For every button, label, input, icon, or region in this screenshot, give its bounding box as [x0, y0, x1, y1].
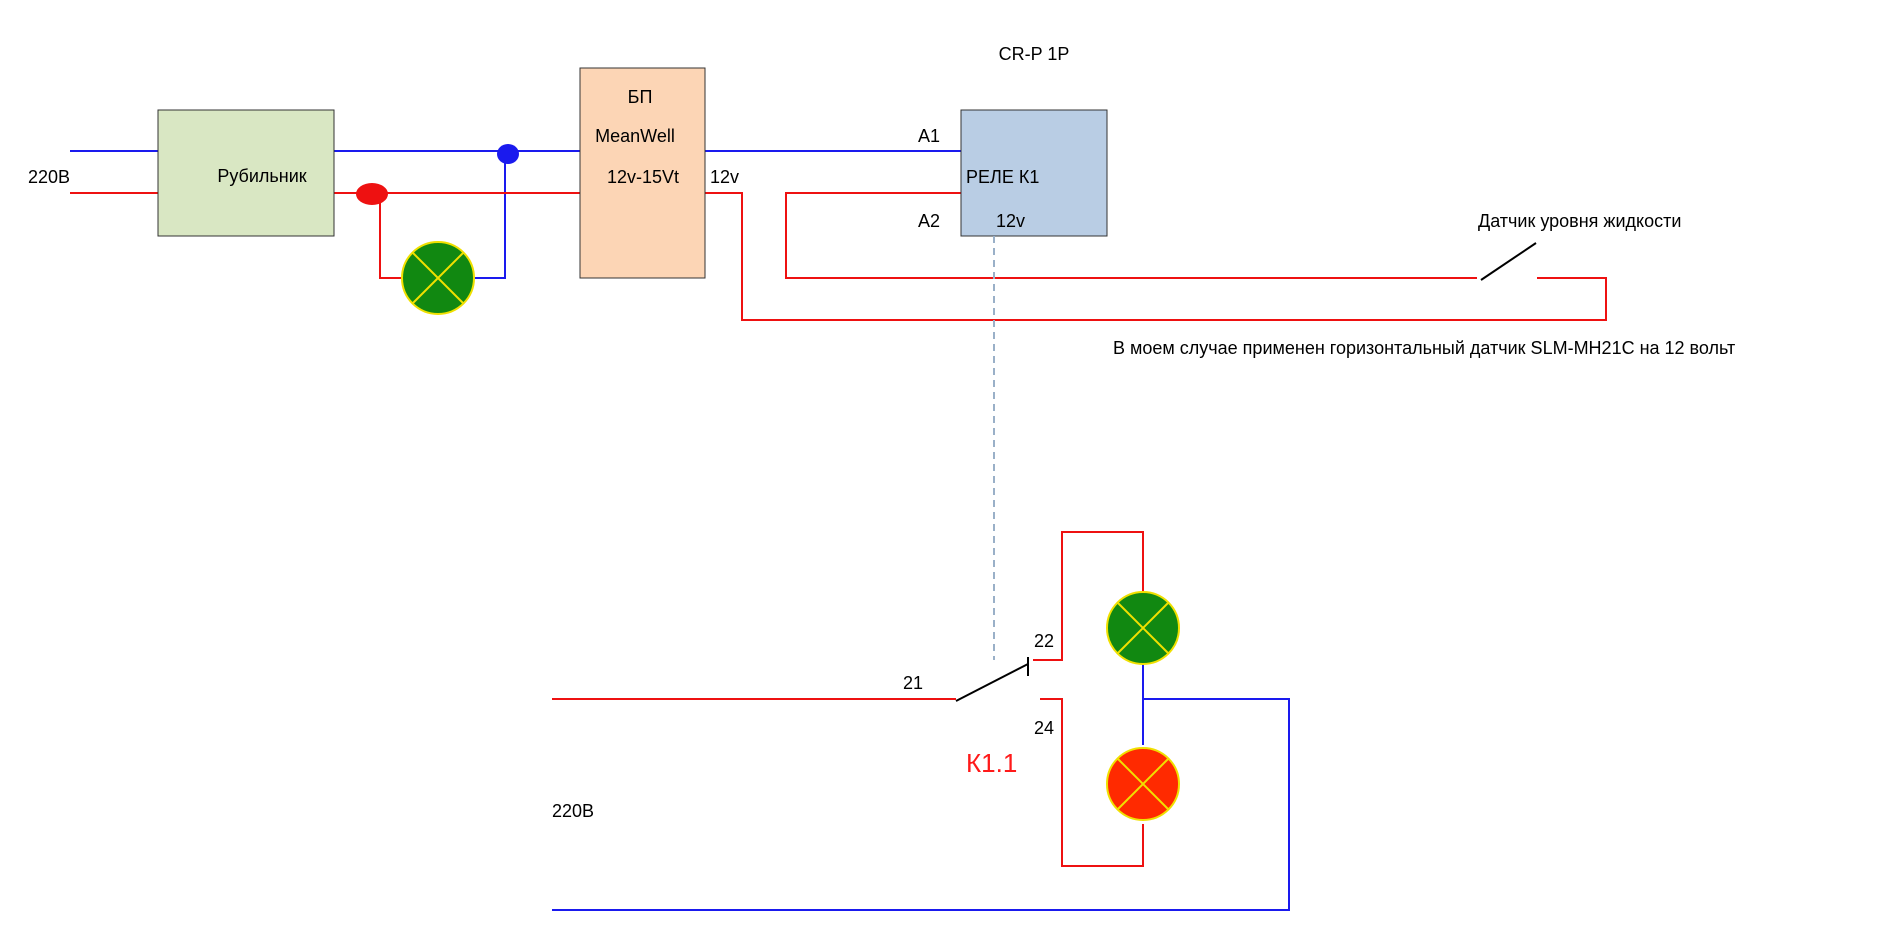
psu-label-line3: 12v-15Vt	[607, 167, 679, 187]
contact-name-label: К1.1	[966, 748, 1017, 778]
neutral-wire-bottom-return	[552, 698, 1290, 911]
output-voltage-label: 220В	[552, 801, 594, 821]
input-voltage-label: 220В	[28, 167, 70, 187]
neutral-wire-lamp-return	[474, 155, 506, 279]
switch-box	[157, 109, 335, 237]
status-lamp-green-icon	[1106, 591, 1180, 665]
wire-a2-to-sensor	[785, 192, 1477, 279]
status-lamp-red-icon	[1106, 747, 1180, 821]
relay-voltage-label: 12v	[996, 211, 1025, 231]
level-sensor-switch-icon	[1480, 242, 1537, 281]
wire-sensor-to-psu-output	[705, 192, 1607, 321]
neutral-junction-dot	[497, 144, 519, 164]
wire-contact-22-to-green-lamp	[1033, 531, 1144, 661]
relay-model-label: CR-P 1P	[999, 44, 1070, 64]
wire-contact-24-to-red-lamp	[1040, 698, 1144, 867]
terminal-a1-label: A1	[918, 126, 940, 146]
switch-label: Рубильник	[217, 166, 306, 186]
phase-wire-lamp-feed	[379, 193, 402, 279]
psu-box	[579, 67, 706, 279]
sensor-note: В моем случае применен горизонтальный да…	[1113, 338, 1735, 358]
psu-output-label: 12v	[710, 167, 739, 187]
psu-label-line1: БП	[628, 87, 653, 107]
contact-no-label: 24	[1034, 718, 1054, 738]
contact-nc-label: 22	[1034, 631, 1054, 651]
relay-box	[960, 109, 1108, 237]
sensor-label: Датчик уровня жидкости	[1478, 211, 1681, 231]
contact-common-label: 21	[903, 673, 923, 693]
relay-contact-k1-1-icon	[955, 657, 1029, 702]
indicator-lamp-green-icon	[401, 241, 475, 315]
terminal-a2-label: A2	[918, 211, 940, 231]
phase-junction-dot	[356, 183, 388, 205]
relay-name-label: РЕЛЕ К1	[966, 167, 1039, 187]
psu-label-line2: MeanWell	[595, 126, 675, 146]
